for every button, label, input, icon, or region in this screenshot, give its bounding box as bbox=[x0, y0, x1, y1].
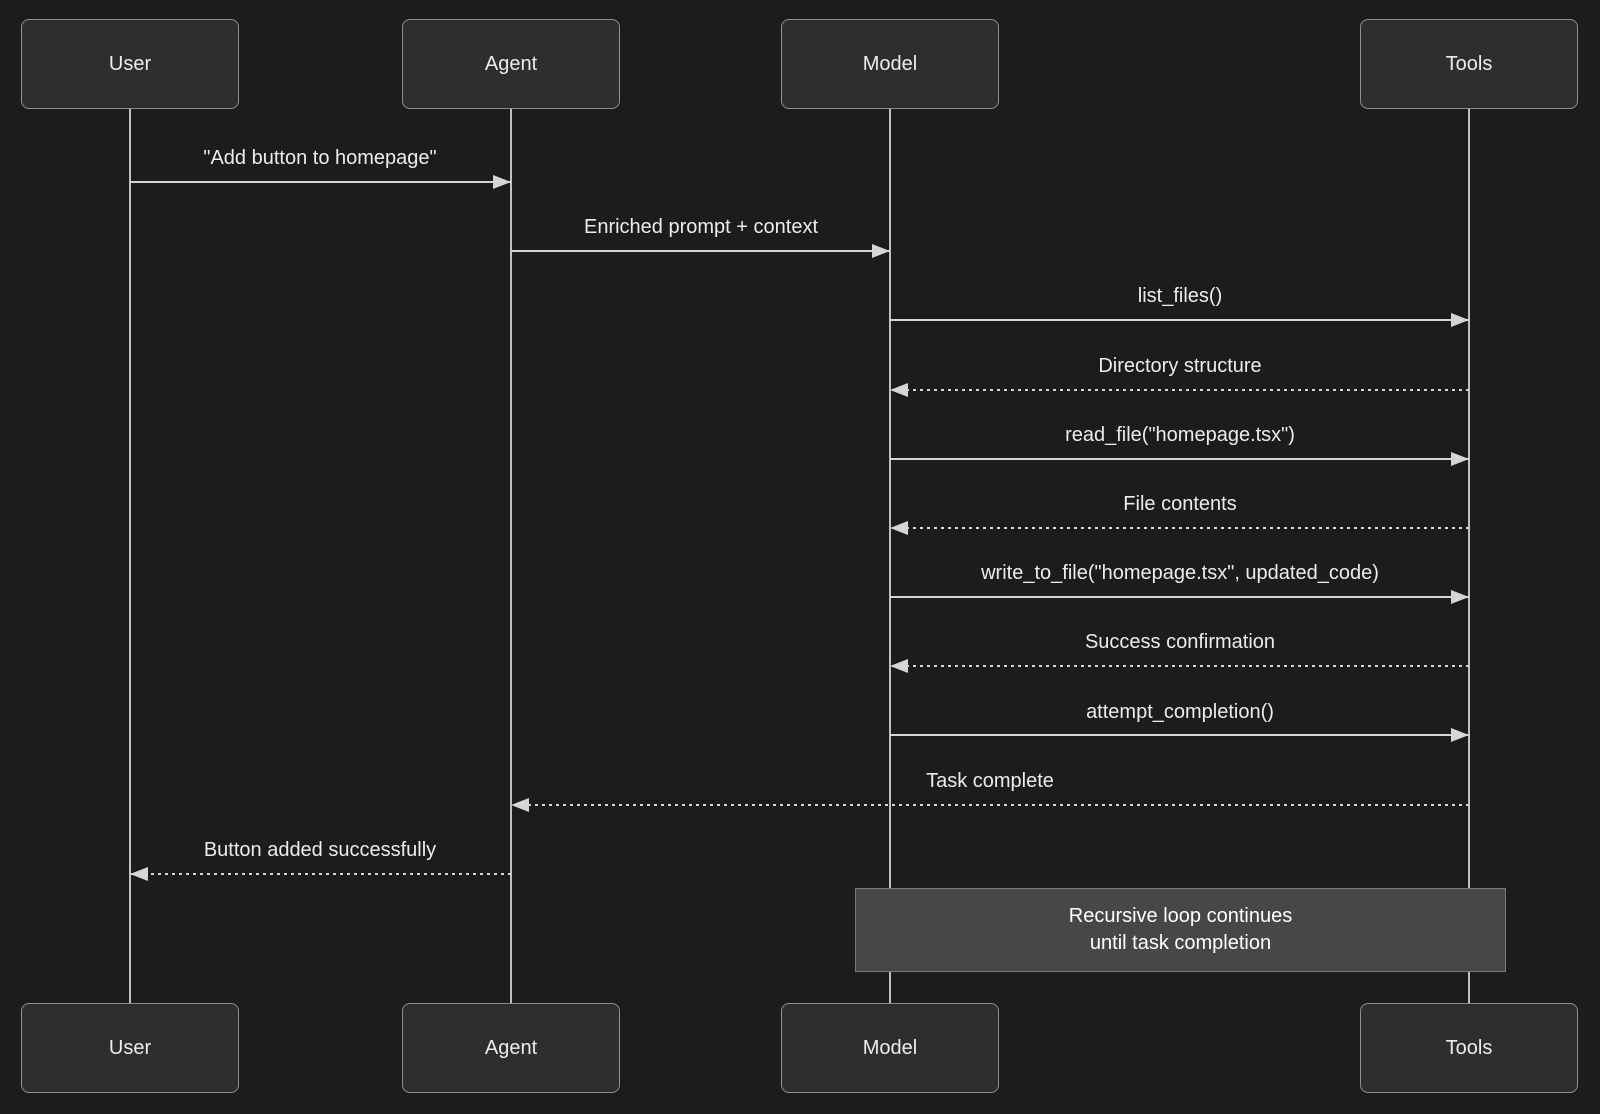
message-label-2: Enriched prompt + context bbox=[583, 216, 819, 238]
message-label-5: read_file("homepage.tsx") bbox=[1065, 424, 1295, 446]
actor-agent-label: Agent bbox=[484, 1036, 538, 1059]
actor-model-label: Model bbox=[862, 52, 918, 75]
message-label-9: attempt_completion() bbox=[1086, 701, 1274, 723]
message-label-11: Button added successfully bbox=[203, 839, 437, 861]
actor-user-top: User bbox=[21, 19, 239, 109]
message-label-8: Success confirmation bbox=[1084, 631, 1276, 653]
actor-agent-bottom: Agent bbox=[402, 1003, 620, 1093]
note-line-1: Recursive loop continues bbox=[1068, 905, 1293, 927]
message-label-6: File contents bbox=[1123, 493, 1237, 515]
message-label-4: Directory structure bbox=[1098, 355, 1262, 377]
actor-tools-bottom: Tools bbox=[1360, 1003, 1578, 1093]
actor-agent-label: Agent bbox=[484, 52, 538, 75]
actor-agent-top: Agent bbox=[402, 19, 620, 109]
actor-model-label: Model bbox=[862, 1036, 918, 1059]
actor-tools-top: Tools bbox=[1360, 19, 1578, 109]
message-label-7: write_to_file("homepage.tsx", updated_co… bbox=[981, 562, 1379, 584]
message-label-10: Task complete bbox=[926, 770, 1054, 792]
actor-user-label: User bbox=[108, 1036, 152, 1059]
actor-model-top: Model bbox=[781, 19, 999, 109]
actor-tools-label: Tools bbox=[1445, 1036, 1493, 1059]
actor-model-bottom: Model bbox=[781, 1003, 999, 1093]
message-label-3: list_files() bbox=[1137, 285, 1223, 307]
actor-tools-label: Tools bbox=[1445, 52, 1493, 75]
note-line-2: until task completion bbox=[1089, 932, 1272, 954]
actor-user-bottom: User bbox=[21, 1003, 239, 1093]
actor-user-label: User bbox=[108, 52, 152, 75]
message-label-1: "Add button to homepage" bbox=[203, 147, 437, 169]
note-box: Recursive loop continues until task comp… bbox=[855, 888, 1506, 972]
